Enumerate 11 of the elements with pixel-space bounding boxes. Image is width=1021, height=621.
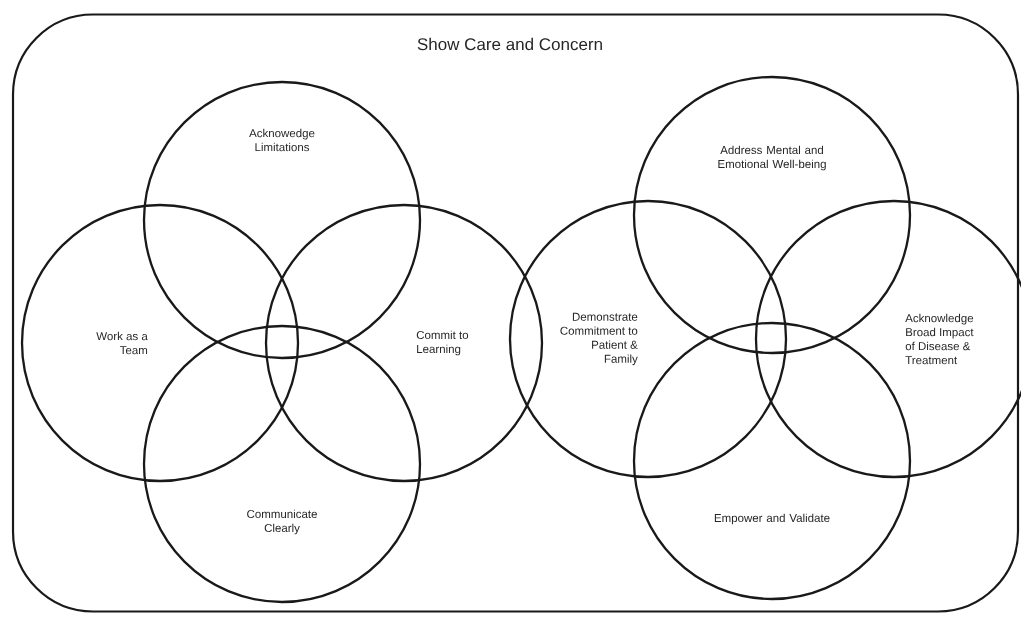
circle-label: Address Mental and Emotional Well-being [718, 145, 826, 171]
circle-label: Acknowledge Broad Impact of Disease & Treatment [905, 313, 974, 365]
circle-label: Commit to Learning [416, 330, 469, 356]
circle-label: Empower and Validate [714, 513, 830, 525]
circle-label: Communicate Clearly [247, 509, 317, 535]
circle-label: Acknowedge Limitations [249, 128, 315, 152]
circle [508, 199, 788, 479]
circle [20, 203, 300, 483]
circle-label: Demonstrate Commitment to Patient & Family [560, 312, 638, 366]
circle [264, 203, 544, 483]
circle-label: Work as a Team [96, 331, 148, 355]
